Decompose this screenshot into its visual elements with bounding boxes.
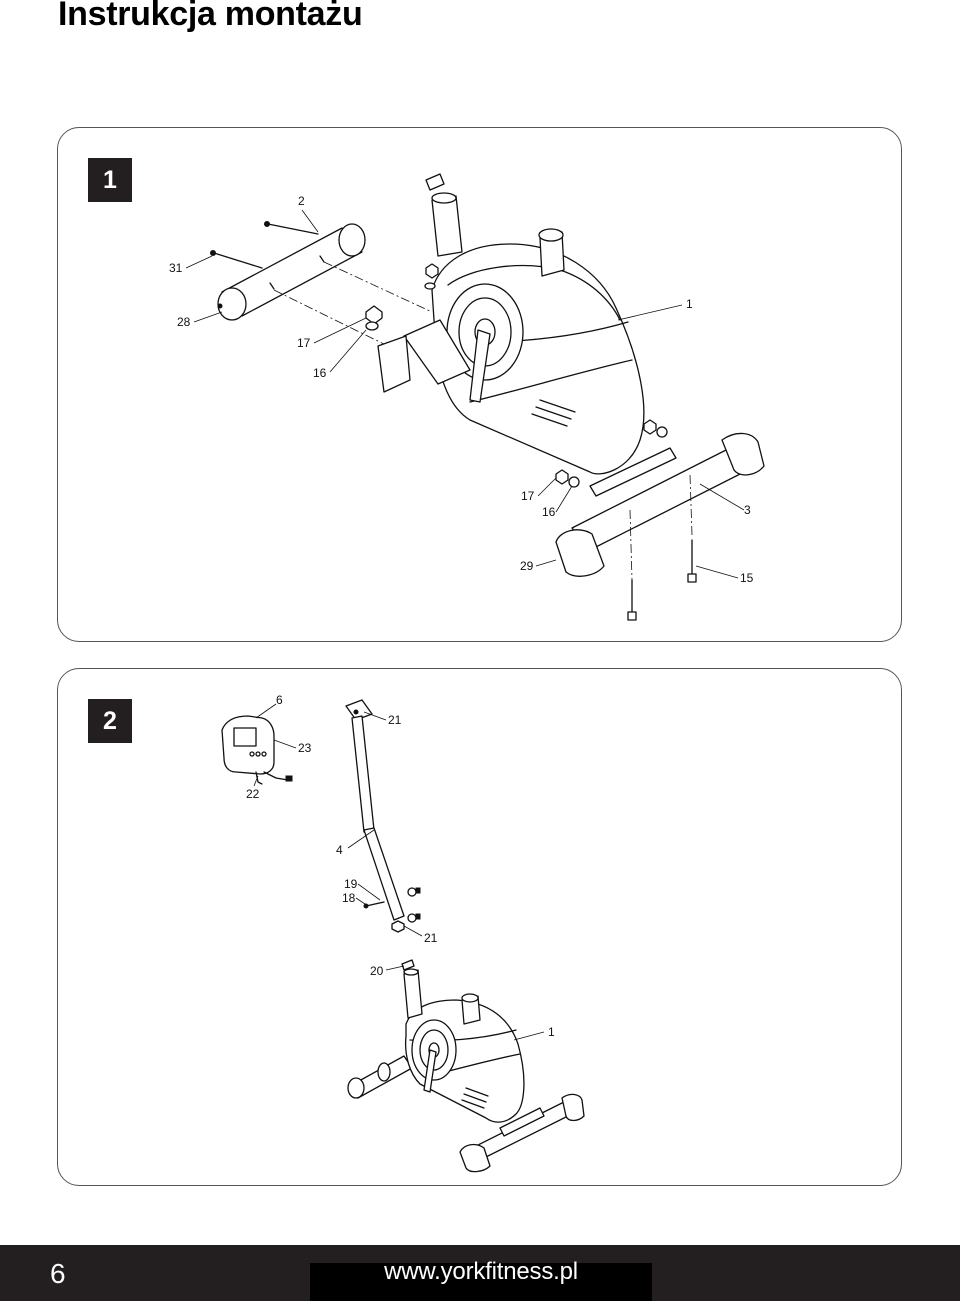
label-part-4: 4 <box>336 843 343 857</box>
bike-main-frame-illustration <box>377 173 645 475</box>
label-part-6: 6 <box>276 693 283 707</box>
label-part-17-top: 17 <box>297 336 311 350</box>
handlebar-post-illustration <box>345 699 421 933</box>
step-1-badge: 1 <box>88 158 132 202</box>
label-part-16-top: 16 <box>313 366 327 380</box>
label-part-21-bottom: 21 <box>424 931 438 945</box>
label-part-21-top: 21 <box>388 713 402 727</box>
label-part-16-bottom: 16 <box>542 505 556 519</box>
rear-stabilizer-illustration <box>217 223 366 321</box>
page-title: Instrukcja montażu <box>58 0 363 33</box>
label-part-2: 2 <box>298 194 305 208</box>
step-2-leader-lines <box>253 703 545 1041</box>
label-part-23: 23 <box>298 741 312 755</box>
footer-url-link[interactable]: www.yorkfitness.pl <box>384 1258 578 1285</box>
nut-washer-top-illustration <box>365 305 383 331</box>
label-part-20: 20 <box>370 964 384 978</box>
label-part-28: 28 <box>177 315 191 329</box>
console-illustration <box>221 715 293 785</box>
label-part-3: 3 <box>744 503 751 517</box>
step-2-badge: 2 <box>88 699 132 743</box>
footer-url-box <box>310 1263 652 1301</box>
label-part-29: 29 <box>520 559 534 573</box>
front-stabilizer-illustration <box>555 419 765 621</box>
label-part-15: 15 <box>740 571 754 585</box>
page-number: 6 <box>50 1258 66 1289</box>
label-part-18: 18 <box>342 891 356 905</box>
label-part-17-bottom: 17 <box>521 489 535 503</box>
assembled-bike-illustration <box>347 959 585 1173</box>
bolts-rear-illustration <box>210 221 433 349</box>
label-part-19: 19 <box>344 877 358 891</box>
label-part-22: 22 <box>246 787 260 801</box>
label-part-1: 1 <box>686 297 693 311</box>
label-part-31: 31 <box>169 261 183 275</box>
step-1-leader-lines <box>185 209 745 579</box>
label-part-1-step2: 1 <box>548 1025 555 1039</box>
